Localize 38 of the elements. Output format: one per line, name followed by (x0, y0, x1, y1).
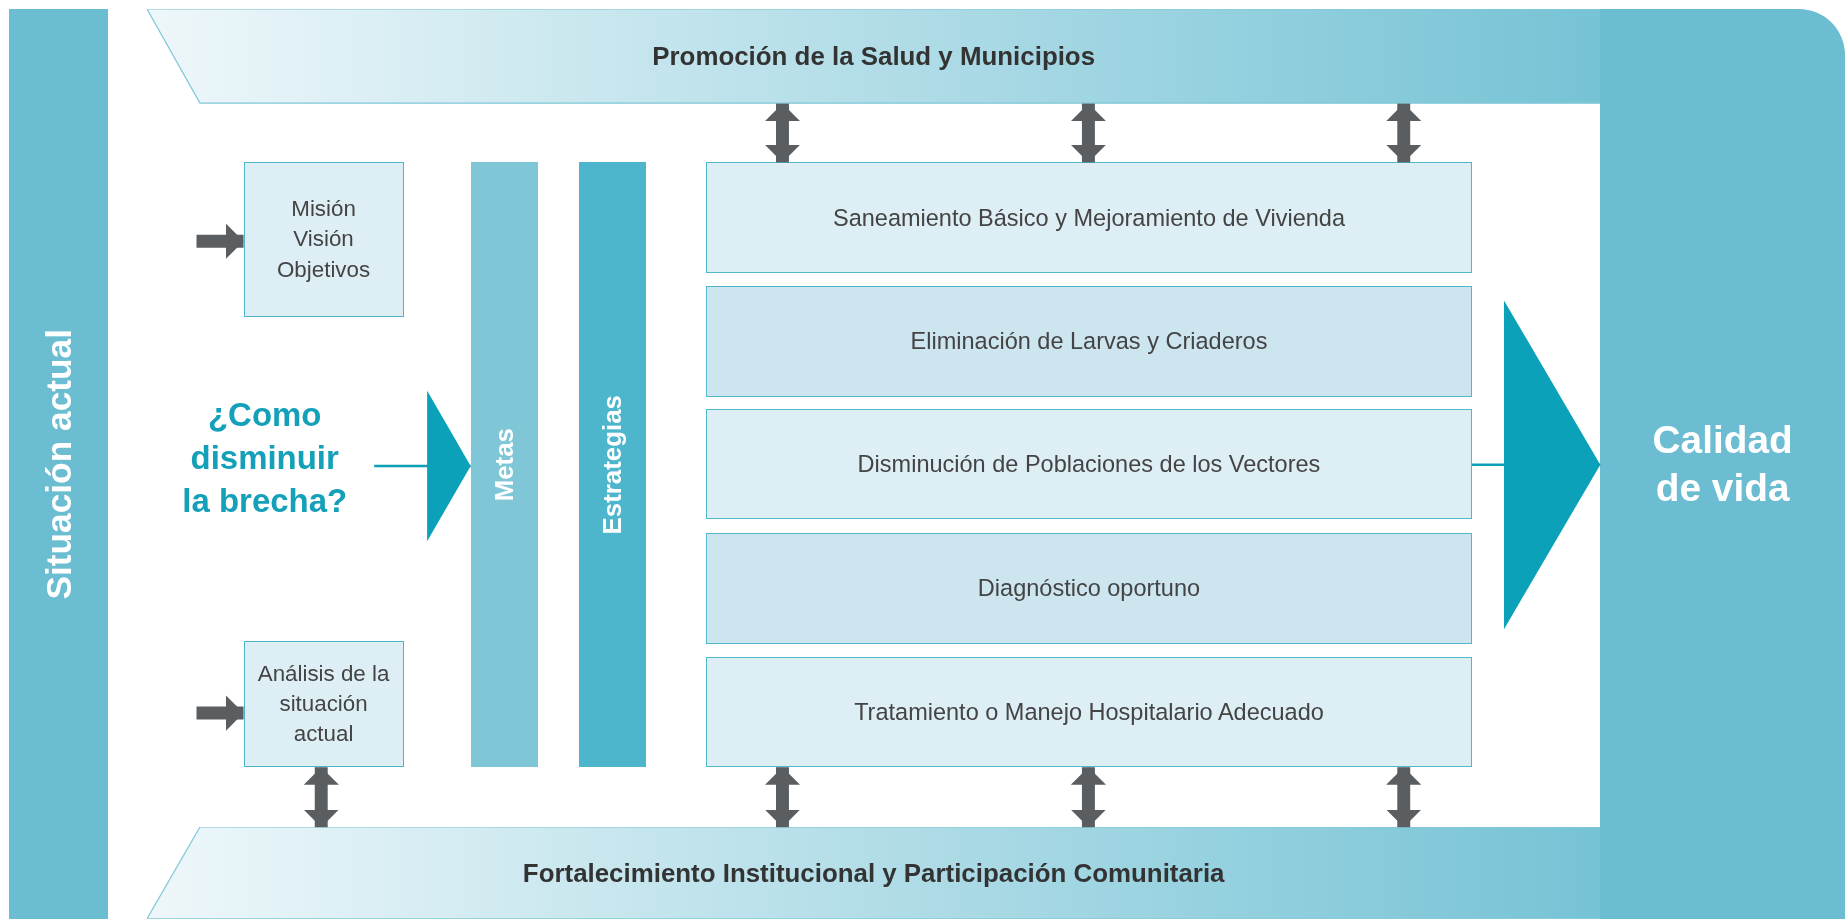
arrow (196, 695, 244, 731)
vertical-bar (578, 162, 646, 768)
double-arrow (1386, 103, 1422, 163)
arrow (196, 223, 244, 259)
row-label: Diagnóstico oportuno (977, 574, 1201, 603)
double-arrow (1070, 103, 1107, 163)
row-box (706, 533, 1472, 644)
banner-band (147, 9, 1601, 104)
box-label: Misión Visión Objetivos (276, 195, 372, 284)
row-box (706, 162, 1472, 273)
double-arrow (303, 767, 339, 828)
vertical-bar (470, 162, 538, 768)
panel-title: Calidad de vida (1651, 416, 1794, 512)
banner-title: Promoción de la Salud y Municipios (652, 40, 1096, 72)
bar-label: Estrategias (596, 395, 627, 535)
question-text: ¿Como disminuir la brecha? (176, 394, 353, 523)
row-box (706, 285, 1472, 397)
row-label: Saneamiento Básico y Mejoramiento de Vivienda (833, 203, 1345, 232)
side-band (9, 9, 109, 919)
side-band-label: Situación actual (37, 328, 79, 600)
row-label: Eliminación de Larvas y Criaderos (910, 327, 1268, 356)
box-label: Análisis de la situación actual (256, 659, 391, 749)
row-label: Tratamiento o Manejo Hospitalario Adecuado (854, 697, 1324, 726)
bar-label: Metas (488, 428, 519, 502)
end-panel (1600, 9, 1845, 919)
row-box (706, 656, 1472, 768)
double-arrow (764, 767, 801, 828)
info-box (243, 641, 404, 768)
row-box (706, 409, 1472, 519)
banner-band (147, 827, 1601, 919)
double-arrow (1070, 767, 1107, 828)
row-label: Disminución de Poblaciones de los Vectores (857, 450, 1321, 479)
chevron-arrow (374, 390, 471, 542)
double-arrow (1386, 767, 1422, 828)
double-arrow (764, 103, 801, 163)
info-box (243, 162, 404, 317)
banner-title: Fortalecimiento Institucional y Participación Comunitaria (522, 857, 1225, 889)
chevron-arrow (1472, 300, 1601, 630)
